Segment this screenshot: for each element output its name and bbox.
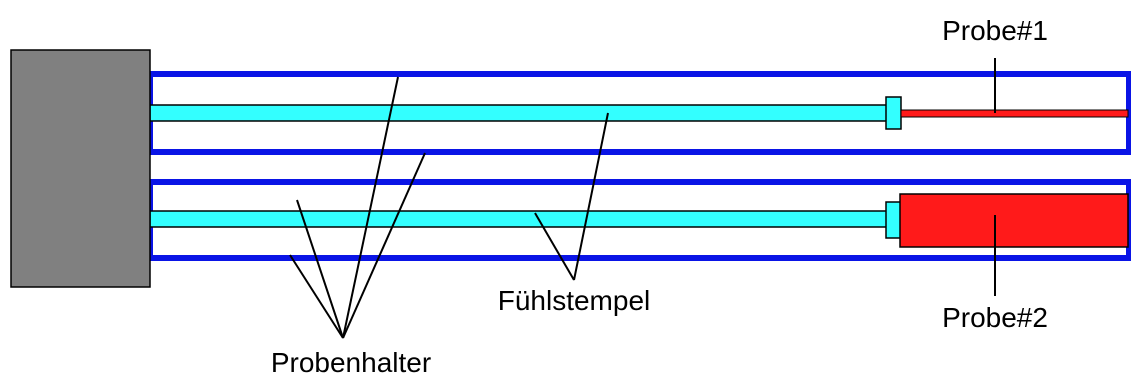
probe1-sample	[900, 109, 1129, 118]
sensing-stamp-upper	[149, 104, 889, 122]
base-block	[10, 49, 151, 288]
probenhalter-label: Probenhalter	[271, 347, 431, 378]
sensing-stamp-lower-tip	[885, 201, 902, 239]
probe2-label: Probe#2	[942, 302, 1048, 333]
probenhalter-leader-lines	[289, 76, 426, 339]
sensing-stamp-upper-tip	[885, 96, 902, 130]
sensing-stamp-lower	[149, 210, 889, 228]
fuehlstempel-leader-lines	[534, 112, 609, 281]
probe2-sample	[899, 193, 1129, 248]
probe1-label: Probe#1	[942, 15, 1048, 46]
fuehlstempel-label: Fühlstempel	[498, 285, 651, 316]
